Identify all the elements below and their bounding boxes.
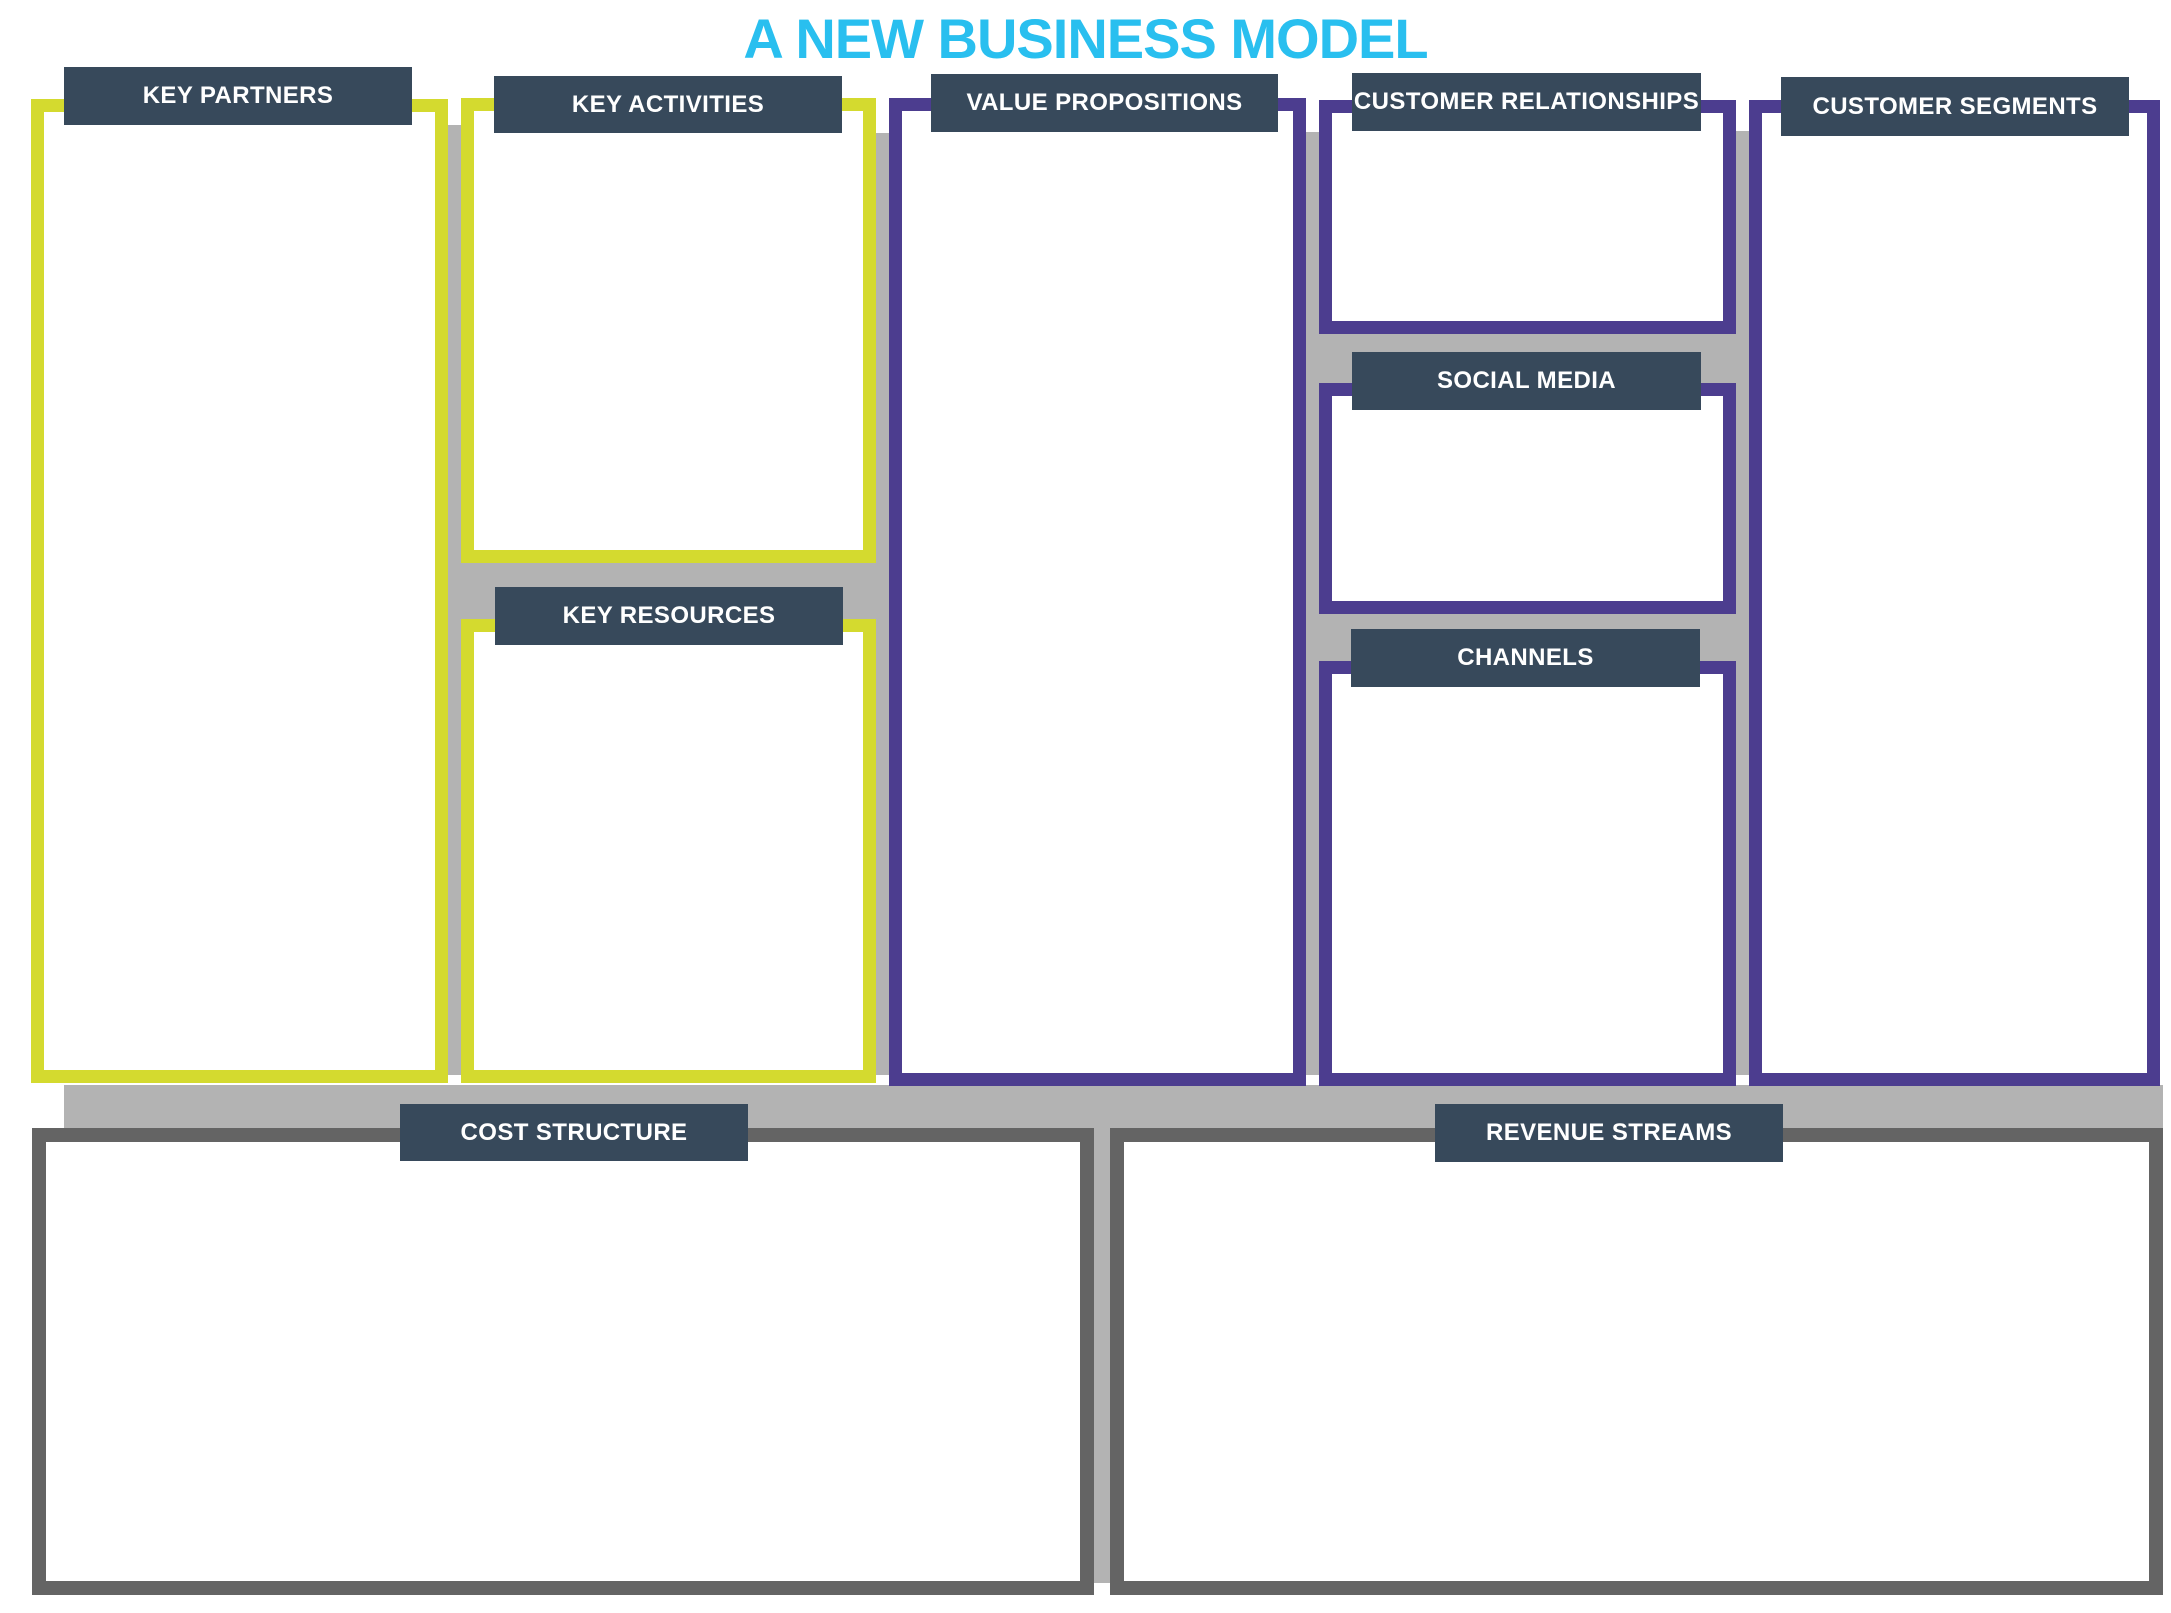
page-title: A NEW BUSINESS MODEL [743,6,1428,70]
key-partners-label: KEY PARTNERS [142,82,334,109]
customer-relationships-label: CUSTOMER RELATIONSHIPS [1353,88,1700,115]
channels-label: CHANNELS [1457,644,1594,671]
customer-segments-header: CUSTOMER SEGMENTS [1781,77,2129,136]
revenue-streams-header: REVENUE STREAMS [1435,1104,1783,1162]
customer-relationships-header: CUSTOMER RELATIONSHIPS [1352,73,1701,131]
gutter-vertical-4 [1736,131,1749,1075]
channels-box [1319,661,1736,1086]
customer-segments-box [1749,100,2160,1086]
channels-header: CHANNELS [1351,629,1700,687]
revenue-streams-label: REVENUE STREAMS [1485,1119,1733,1146]
key-resources-label: KEY RESOURCES [562,602,776,629]
key-partners-box [31,99,448,1083]
social-media-box [1319,383,1736,614]
cost-structure-header: COST STRUCTURE [400,1104,748,1161]
revenue-streams-box [1110,1128,2163,1595]
gutter-cost-revenue [1094,1128,1110,1583]
social-media-label: SOCIAL MEDIA [1436,367,1617,394]
value-propositions-header: VALUE PROPOSITIONS [931,74,1278,132]
key-activities-header: KEY ACTIVITIES [494,76,842,133]
key-activities-box [461,98,876,563]
key-activities-label: KEY ACTIVITIES [571,90,765,118]
social-media-header: SOCIAL MEDIA [1352,352,1701,410]
key-resources-header: KEY RESOURCES [495,587,843,645]
customer-relationships-box [1319,100,1736,334]
cost-structure-box [32,1128,1094,1595]
value-propositions-label: VALUE PROPOSITIONS [966,89,1243,116]
cost-structure-label: COST STRUCTURE [460,1118,688,1146]
gutter-bottom [64,1085,2163,1128]
customer-segments-label: CUSTOMER SEGMENTS [1812,92,2098,120]
gutter-vertical-3 [1306,132,1319,1075]
value-propositions-box [889,98,1306,1086]
key-resources-box [461,619,876,1083]
key-partners-header: KEY PARTNERS [64,67,412,125]
